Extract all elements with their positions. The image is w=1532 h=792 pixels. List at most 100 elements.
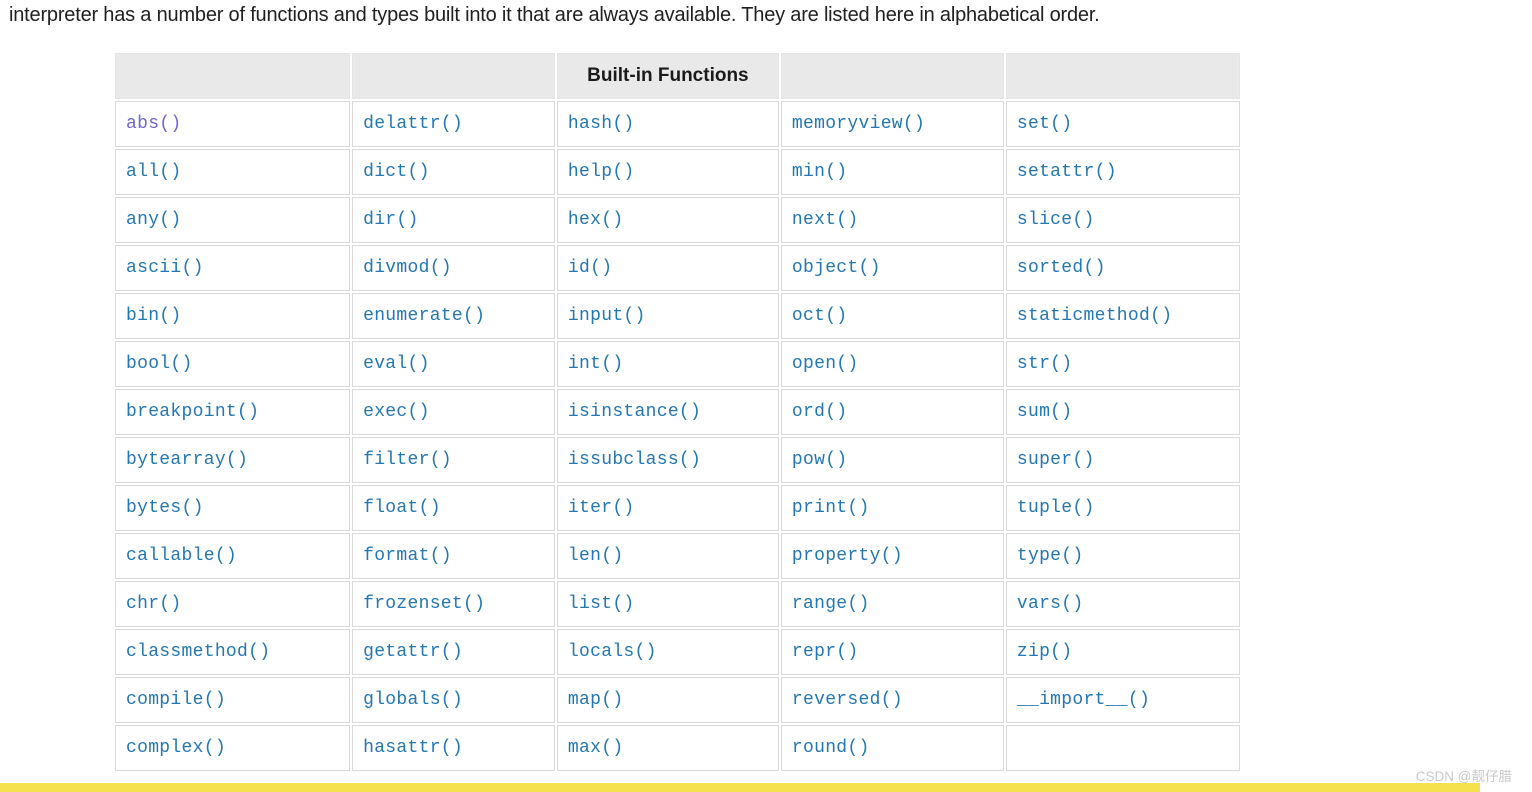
function-link-abs[interactable]: abs() — [126, 114, 182, 134]
function-link-complex[interactable]: complex() — [126, 738, 226, 758]
function-link-help[interactable]: help() — [567, 162, 635, 182]
function-link-object[interactable]: object() — [791, 258, 881, 278]
table-cell: pow() — [780, 437, 1004, 483]
function-link-any[interactable]: any() — [126, 210, 182, 230]
function-link-enumerate[interactable]: enumerate() — [363, 306, 486, 326]
function-link-dir[interactable]: dir() — [363, 210, 419, 230]
function-link-bool[interactable]: bool() — [126, 354, 193, 374]
table-cell: compile() — [115, 677, 351, 723]
table-cell: next() — [780, 197, 1004, 243]
function-link-eval[interactable]: eval() — [363, 354, 430, 374]
function-link-iter[interactable]: iter() — [567, 498, 635, 518]
table-row: callable() format() len() property() type() — [115, 533, 1240, 579]
function-link-list[interactable]: list() — [567, 594, 635, 614]
function-link-id[interactable]: id() — [567, 258, 613, 278]
function-link-setattr[interactable]: setattr() — [1016, 162, 1117, 182]
function-link-slice[interactable]: slice() — [1016, 210, 1095, 230]
function-link-memoryview[interactable]: memoryview() — [791, 114, 926, 134]
function-link-str[interactable]: str() — [1016, 354, 1073, 374]
function-link-ascii[interactable]: ascii() — [126, 258, 204, 278]
function-link-map[interactable]: map() — [567, 690, 624, 710]
table-cell: bin() — [115, 293, 351, 339]
function-link-callable[interactable]: callable() — [126, 546, 238, 566]
function-link-getattr[interactable]: getattr() — [363, 642, 464, 662]
function-link-divmod[interactable]: divmod() — [363, 258, 452, 278]
function-link-exec[interactable]: exec() — [363, 402, 430, 422]
function-link-len[interactable]: len() — [567, 546, 624, 566]
function-link-min[interactable]: min() — [791, 162, 848, 182]
table-row: compile() globals() map() reversed() __impor… — [115, 677, 1240, 723]
table-cell: super() — [1005, 437, 1240, 483]
function-link-type[interactable]: type() — [1016, 546, 1084, 566]
function-link-int[interactable]: int() — [567, 354, 624, 374]
function-link-next[interactable]: next() — [791, 210, 859, 230]
function-link-open[interactable]: open() — [791, 354, 859, 374]
function-link-property[interactable]: property() — [791, 546, 903, 566]
function-link-dict[interactable]: dict() — [363, 162, 430, 182]
function-link-bytearray[interactable]: bytearray() — [126, 450, 249, 470]
function-link-bin[interactable]: bin() — [126, 306, 182, 326]
table-cell: bool() — [115, 341, 351, 387]
table-row: abs() delattr() hash() memoryview() set() — [115, 101, 1240, 147]
function-link-max[interactable]: max() — [567, 738, 624, 758]
function-link-issubclass[interactable]: issubclass() — [567, 450, 702, 470]
function-link-compile[interactable]: compile() — [126, 690, 226, 710]
table-cell: slice() — [1005, 197, 1240, 243]
function-link-locals[interactable]: locals() — [567, 642, 657, 662]
function-link-tuple[interactable]: tuple() — [1016, 498, 1095, 518]
table-cell: issubclass() — [556, 437, 779, 483]
table-cell: vars() — [1005, 581, 1240, 627]
function-link-chr[interactable]: chr() — [126, 594, 182, 614]
table-row: bytes() float() iter() print() tuple() — [115, 485, 1240, 531]
table-cell: ord() — [780, 389, 1004, 435]
table-body: abs() delattr() hash() memoryview() set() all… — [115, 101, 1240, 771]
table-cell: min() — [780, 149, 1004, 195]
table-cell: setattr() — [1005, 149, 1240, 195]
function-link-hasattr[interactable]: hasattr() — [363, 738, 464, 758]
function-link-hex[interactable]: hex() — [567, 210, 624, 230]
function-link-breakpoint[interactable]: breakpoint() — [126, 402, 260, 422]
function-link-repr[interactable]: repr() — [791, 642, 859, 662]
function-link-oct[interactable]: oct() — [791, 306, 848, 326]
function-link-round[interactable]: round() — [791, 738, 870, 758]
table-cell — [1005, 725, 1240, 771]
function-link-sum[interactable]: sum() — [1016, 402, 1073, 422]
table-cell: dict() — [352, 149, 555, 195]
watermark: CSDN @靓仔腊 — [1415, 769, 1512, 784]
function-link-input[interactable]: input() — [567, 306, 646, 326]
function-link-range[interactable]: range() — [791, 594, 870, 614]
table-cell: sum() — [1005, 389, 1240, 435]
function-link-float[interactable]: float() — [363, 498, 441, 518]
function-link-hash[interactable]: hash() — [567, 114, 635, 134]
function-link-super[interactable]: super() — [1016, 450, 1095, 470]
table-cell: filter() — [352, 437, 555, 483]
function-link-frozenset[interactable]: frozenset() — [363, 594, 486, 614]
table-row: ascii() divmod() id() object() sorted() — [115, 245, 1240, 291]
table-cell: help() — [556, 149, 779, 195]
function-link-globals[interactable]: globals() — [363, 690, 464, 710]
function-link-pow[interactable]: pow() — [791, 450, 848, 470]
function-link-classmethod[interactable]: classmethod() — [126, 642, 271, 662]
table-cell: divmod() — [352, 245, 555, 291]
function-link-__import__[interactable]: __import__() — [1016, 690, 1151, 710]
table-cell: print() — [780, 485, 1004, 531]
function-link-zip[interactable]: zip() — [1016, 642, 1073, 662]
function-link-delattr[interactable]: delattr() — [363, 114, 464, 134]
table-cell: breakpoint() — [115, 389, 351, 435]
function-link-format[interactable]: format() — [363, 546, 452, 566]
function-link-filter[interactable]: filter() — [363, 450, 452, 470]
function-link-all[interactable]: all() — [126, 162, 182, 182]
table-header-row: Built-in Functions — [115, 53, 1240, 99]
function-link-print[interactable]: print() — [791, 498, 870, 518]
function-link-staticmethod[interactable]: staticmethod() — [1016, 306, 1173, 326]
function-link-set[interactable]: set() — [1016, 114, 1073, 134]
table-cell: __import__() — [1005, 677, 1240, 723]
function-link-isinstance[interactable]: isinstance() — [567, 402, 702, 422]
function-link-ord[interactable]: ord() — [791, 402, 848, 422]
function-link-reversed[interactable]: reversed() — [791, 690, 903, 710]
function-link-bytes[interactable]: bytes() — [126, 498, 204, 518]
function-link-vars[interactable]: vars() — [1016, 594, 1084, 614]
table-cell: dir() — [352, 197, 555, 243]
function-link-sorted[interactable]: sorted() — [1016, 258, 1106, 278]
table-cell: float() — [352, 485, 555, 531]
